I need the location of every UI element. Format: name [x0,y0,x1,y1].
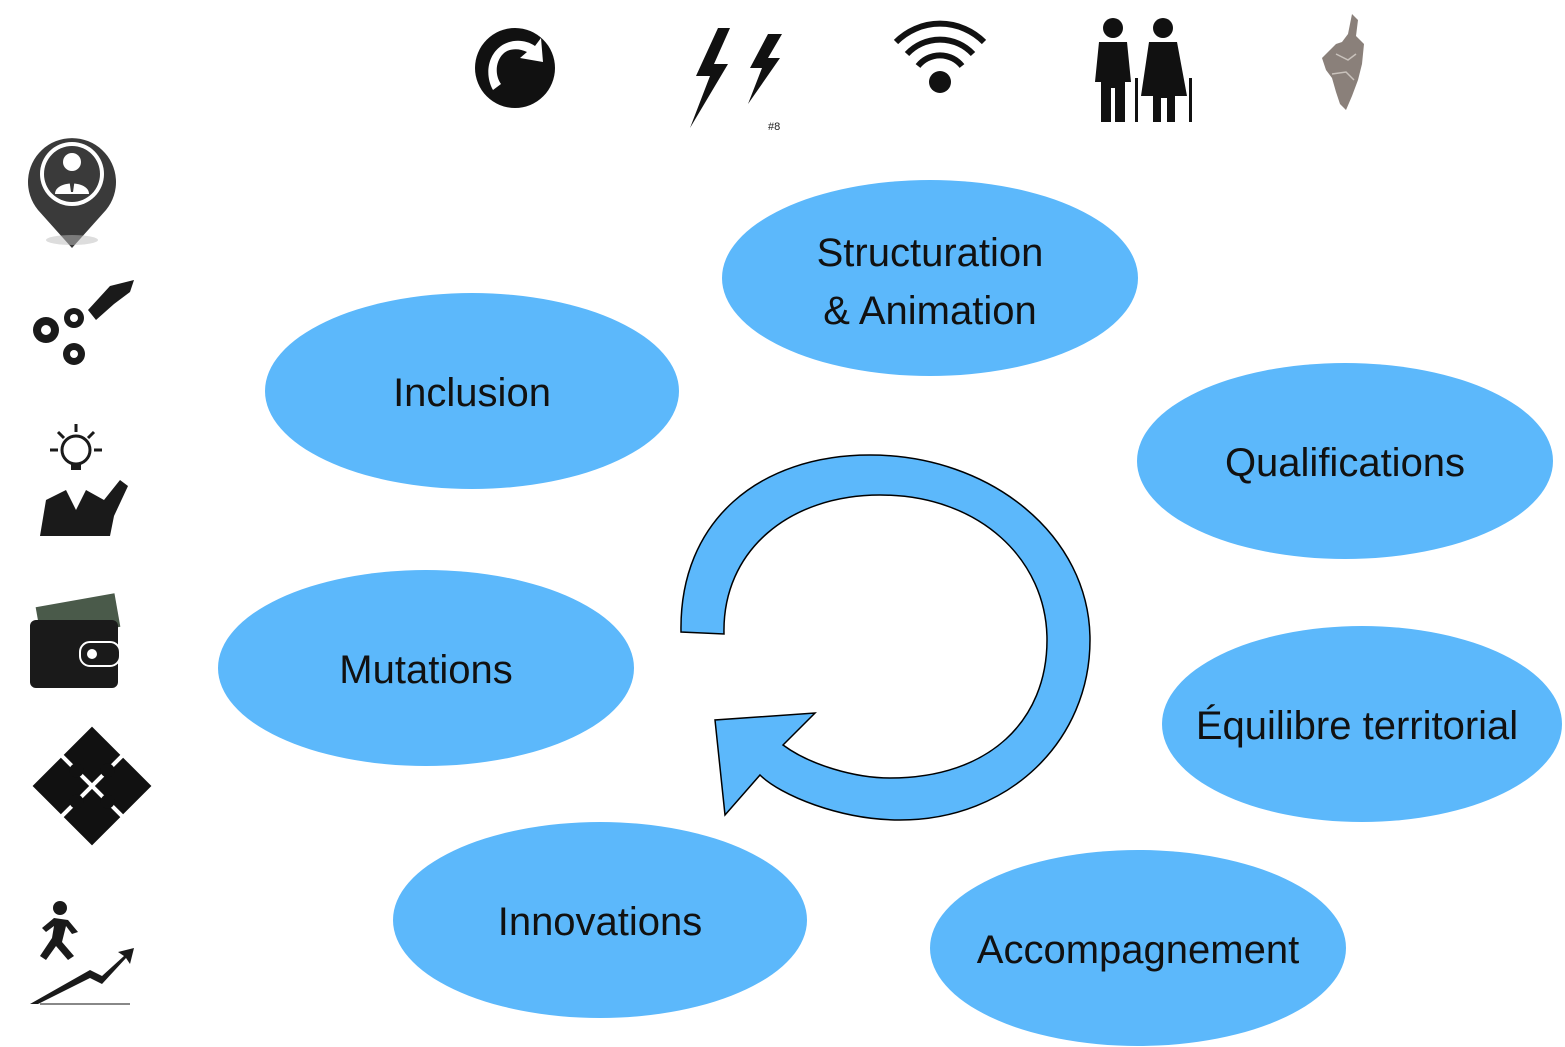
lightning-bolts-icon: #8 [690,28,782,133]
bubble-structuration: Structuration & Animation [722,180,1138,376]
bubble-structuration-line-1: Structuration [817,231,1044,275]
person-location-pin-icon [28,138,116,248]
bubble-mutations: Mutations [218,570,634,766]
bubble-innovations: Innovations [393,822,807,1018]
recycling-arrow-icon [475,28,555,108]
lightning-caption: #8 [768,121,780,133]
bubble-structuration-line-2: & Animation [823,289,1036,333]
bubble-inclusion: Inclusion [265,293,679,489]
corsica-map-icon [1322,14,1364,110]
bubble-equilibre: Équilibre territorial [1162,626,1562,822]
bubble-mutations-label: Mutations [339,648,512,692]
cycle-arrow-icon [680,454,1091,821]
elderly-couple-icon [1095,18,1192,122]
bubble-accompagnement-label: Accompagnement [977,928,1299,972]
bubble-innovations-label: Innovations [498,900,703,944]
bubble-equilibre-label: Équilibre territorial [1196,703,1518,748]
bubble-qualifications-label: Qualifications [1225,441,1465,485]
puzzle-pieces-icon [32,726,152,846]
wifi-signal-icon [893,20,987,93]
bubble-accompagnement: Accompagnement [930,850,1346,1046]
bubble-inclusion-label: Inclusion [393,371,551,415]
hand-gears-icon [33,280,134,365]
wallet-money-icon [30,593,121,688]
runner-rising-chart-icon [30,901,134,1005]
lightbulb-businessman-icon [40,424,128,536]
bubble-qualifications: Qualifications [1137,363,1553,559]
